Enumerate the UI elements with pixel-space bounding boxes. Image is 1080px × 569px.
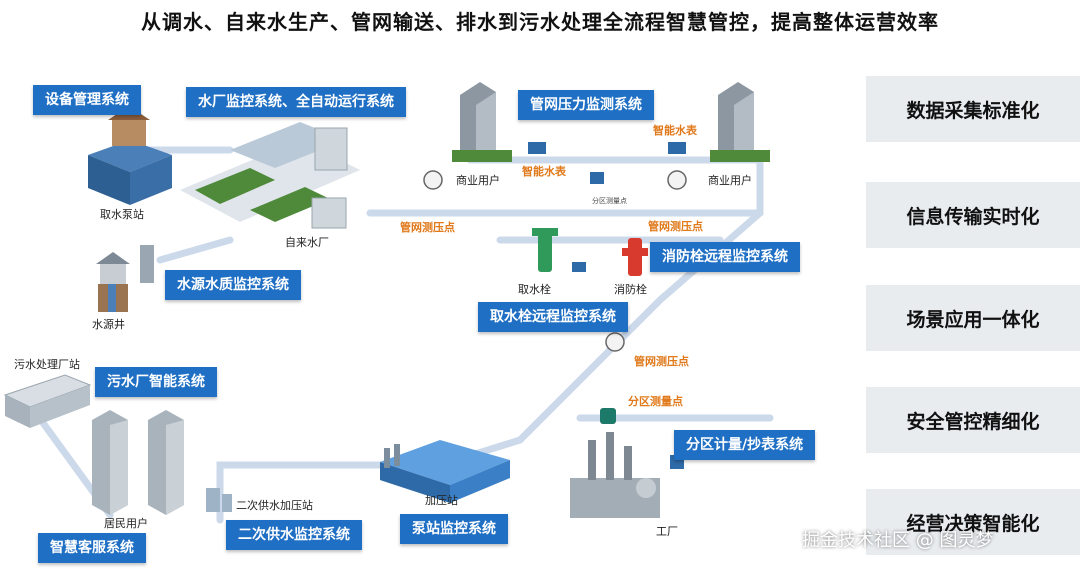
intake-hydrant-icon bbox=[532, 228, 558, 272]
secondary-supply-monitoring-system: 二次供水监控系统 bbox=[226, 520, 362, 550]
factory-icon bbox=[570, 432, 660, 518]
equipment-management-system: 设备管理系统 bbox=[33, 85, 141, 115]
source-well-label: 水源井 bbox=[92, 318, 125, 331]
intake-hydrant-label: 取水栓 bbox=[518, 283, 551, 296]
secondary-pump-icon bbox=[206, 488, 232, 512]
source-well-icon bbox=[96, 245, 154, 312]
secondary-pump-label: 二次供水加压站 bbox=[236, 499, 313, 512]
pressure-point-label-3: 管网测压点 bbox=[634, 355, 689, 368]
pressure-gauge-icon bbox=[423, 170, 687, 352]
watermark-text: 掘金技术社区 @ 图灵梦 bbox=[802, 530, 994, 551]
zone-point-label: 分区测量点 bbox=[628, 395, 683, 408]
feature-smart-decision: 经营决策智能化 bbox=[866, 489, 1080, 555]
smart-meter-label-1: 智能水表 bbox=[522, 165, 566, 178]
pump-station-monitoring-system: 泵站监控系统 bbox=[400, 514, 508, 544]
commercial-user-right-label: 商业用户 bbox=[708, 174, 752, 187]
zone-meter-icon bbox=[600, 408, 616, 424]
zone-point-small-label: 分区测量点 bbox=[592, 197, 627, 205]
booster-station-icon bbox=[380, 440, 510, 503]
residential-buildings-icon bbox=[92, 410, 184, 515]
pipe-source bbox=[156, 236, 234, 264]
booster-label: 加压站 bbox=[425, 494, 458, 507]
source-water-quality-system: 水源水质监控系统 bbox=[165, 270, 301, 300]
commercial-building-right-icon bbox=[710, 82, 770, 162]
intake-pump-station-icon bbox=[88, 106, 172, 205]
page-title: 从调水、自来水生产、管网输送、排水到污水处理全流程智慧管控，提高整体运营效率 bbox=[141, 10, 939, 34]
pressure-point-label-1: 管网测压点 bbox=[400, 221, 455, 234]
waterworks-label: 自来水厂 bbox=[285, 236, 329, 249]
water-plant-icon bbox=[180, 122, 360, 229]
feature-scenario-integration: 场景应用一体化 bbox=[866, 285, 1080, 351]
intake-hydrant-remote-system: 取水栓远程监控系统 bbox=[478, 302, 628, 332]
hydrant-remote-monitoring-system: 消防栓远程监控系统 bbox=[650, 242, 800, 272]
feature-security-control: 安全管控精细化 bbox=[866, 387, 1080, 453]
intake-pump-label: 取水泵站 bbox=[100, 208, 144, 221]
smart-meter-icon bbox=[528, 142, 686, 184]
feature-realtime-transmission: 信息传输实时化 bbox=[866, 182, 1080, 248]
commercial-building-left-icon bbox=[452, 82, 512, 162]
fire-hydrant-label: 消防栓 bbox=[614, 283, 647, 296]
pipe-pressure-monitoring-system: 管网压力监测系统 bbox=[518, 90, 654, 120]
zone-metering-system: 分区计量/抄表系统 bbox=[674, 430, 816, 460]
resident-label: 居民用户 bbox=[104, 517, 148, 530]
waterworks-monitoring-system: 水厂监控系统、全自动运行系统 bbox=[186, 87, 406, 117]
pressure-point-label-2: 管网测压点 bbox=[648, 220, 703, 233]
feature-data-standardization: 数据采集标准化 bbox=[866, 76, 1080, 142]
sewage-station-label: 污水处理厂站 bbox=[14, 358, 80, 371]
fire-hydrant-icon bbox=[622, 238, 648, 276]
commercial-user-left-label: 商业用户 bbox=[456, 174, 500, 187]
factory-label: 工厂 bbox=[656, 525, 678, 538]
sewage-plant-smart-system: 污水厂智能系统 bbox=[95, 367, 217, 397]
sewage-plant-icon bbox=[3, 374, 92, 428]
smart-customer-service-system: 智慧客服系统 bbox=[38, 533, 146, 563]
smart-meter-label-2: 智能水表 bbox=[653, 124, 697, 137]
